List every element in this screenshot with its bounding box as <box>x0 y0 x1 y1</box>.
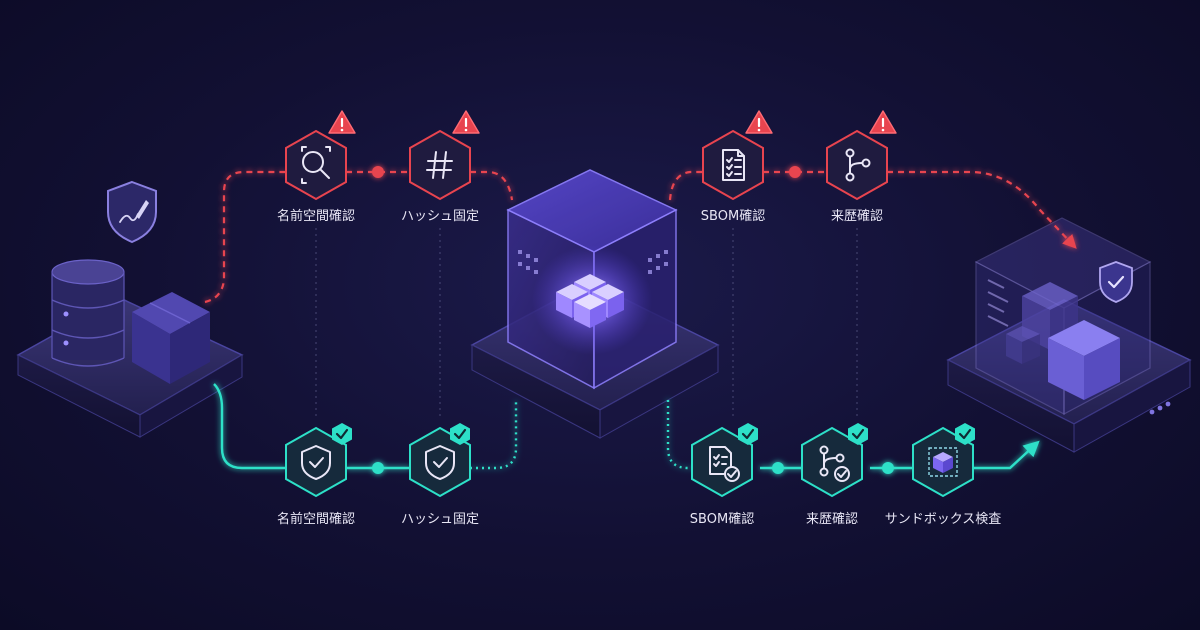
stage-link-lines <box>315 228 858 420</box>
top-stage-label: SBOM確認 <box>701 208 765 224</box>
signed-shield-icon <box>107 180 157 244</box>
source-node <box>16 180 244 438</box>
bottom-stage-hash: ハッシュ固定 <box>401 423 479 527</box>
document-checklist-icon <box>722 149 745 181</box>
top-stage-hash: ハッシュ固定 <box>401 110 480 224</box>
bottom-stage-namespace: 名前空間確認 <box>277 423 355 527</box>
top-risk-path <box>204 166 1077 304</box>
top-stage-namespace: 名前空間確認 <box>277 110 356 224</box>
warning-icon <box>328 110 356 134</box>
check-icon <box>738 423 758 445</box>
bottom-stage-sandbox: サンドボックス検査 <box>885 423 1002 527</box>
hash-icon <box>426 151 453 179</box>
check-icon <box>848 423 868 445</box>
document-checklist-icon <box>709 446 740 482</box>
package-box-icon <box>132 292 210 384</box>
shield-check-icon <box>1099 261 1133 303</box>
bottom-stage-provenance: 来歴確認 <box>801 423 868 527</box>
bottom-stage-label: SBOM確認 <box>690 511 754 527</box>
branch-icon <box>845 148 871 182</box>
check-icon <box>332 423 352 445</box>
bottom-stage-sbom: SBOM確認 <box>690 423 758 527</box>
bottom-stage-label: 名前空間確認 <box>277 511 355 527</box>
package-cube-icon <box>556 274 624 328</box>
search-icon <box>301 146 331 184</box>
branch-icon <box>819 445 850 482</box>
warning-icon <box>452 110 480 134</box>
shield-check-icon <box>301 445 331 480</box>
top-stage-label: ハッシュ固定 <box>401 209 479 224</box>
target-node <box>946 217 1192 453</box>
check-icon <box>955 423 975 445</box>
bottom-safe-path <box>213 383 1040 474</box>
warning-icon <box>745 110 773 134</box>
bottom-stage-label: ハッシュ固定 <box>401 512 479 527</box>
registry-node <box>470 169 720 439</box>
protected-environment-icon <box>974 217 1152 416</box>
shield-check-icon <box>425 445 455 480</box>
top-stage-provenance: 来歴確認 <box>826 110 897 224</box>
bottom-stage-label: 来歴確認 <box>806 511 858 527</box>
top-stage-label: 来歴確認 <box>831 208 883 224</box>
bottom-stage-label: サンドボックス検査 <box>885 512 1002 527</box>
top-stage-sbom: SBOM確認 <box>701 110 773 224</box>
check-icon <box>450 423 470 445</box>
database-icon <box>51 259 125 367</box>
warning-icon <box>869 110 897 134</box>
top-stage-label: 名前空間確認 <box>277 208 355 224</box>
sandbox-cube-icon <box>928 447 958 477</box>
